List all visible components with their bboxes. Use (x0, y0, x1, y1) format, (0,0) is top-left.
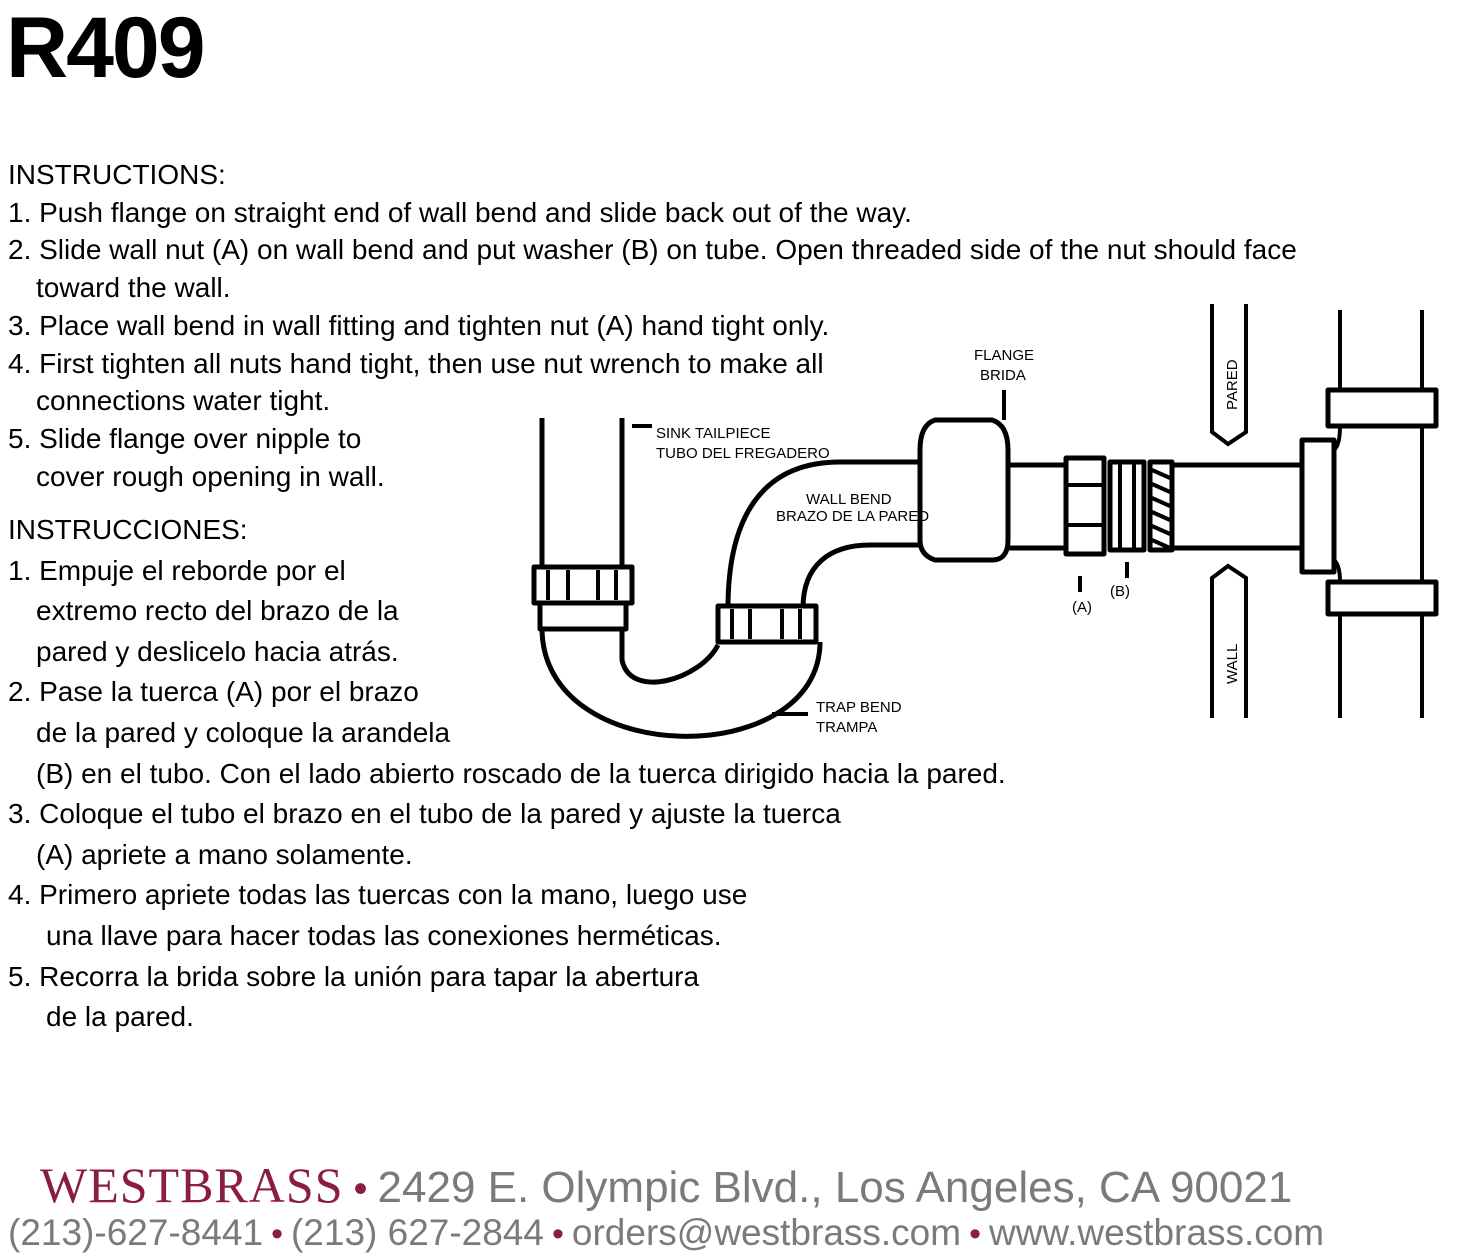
instructions-heading-en: INSTRUCTIONS: (8, 159, 226, 190)
instruction-line: una llave para hacer todas las conexione… (46, 919, 722, 951)
footer-contact-line: (213)-627-8441•(213) 627-2844•orders@wes… (8, 1210, 1324, 1257)
instruction-line: toward the wall. (36, 272, 231, 304)
footer-email-link[interactable]: orders@westbrass.com (571, 1212, 962, 1253)
instruction-line: (B) en el tubo. Con el lado abierto rosc… (36, 757, 1006, 789)
label-washer-b: (B) (1110, 583, 1130, 600)
instruction-line: (A) apriete a mano solamente. (36, 838, 413, 870)
label-wall: WALL (1224, 644, 1241, 684)
instruction-line: de la pared y coloque la arandela (36, 716, 451, 748)
instruction-line: 5. Recorra la brida sobre la unión para … (8, 960, 700, 992)
label-nut-a: (A) (1072, 599, 1092, 616)
instruction-line: 5. Slide flange over nipple to (8, 422, 362, 454)
separator-dot: • (552, 1215, 564, 1253)
instruction-line: cover rough opening in wall. (36, 460, 385, 492)
instruction-line: pared y deslicelo hacia atrás. (36, 635, 399, 667)
separator-dot: • (969, 1215, 981, 1253)
instruction-line: de la pared. (46, 1001, 194, 1033)
separator-dot: • (353, 1167, 368, 1211)
footer-phone-1: (213)-627-8441 (8, 1212, 264, 1253)
instructions-spanish: INSTRUCCIONES: 1. Empuje el reborde por … (8, 510, 1006, 1038)
footer-address: 2429 E. Olympic Blvd., Los Angeles, CA 9… (377, 1163, 1293, 1212)
instruction-line: 2. Pase la tuerca (A) por el brazo (8, 676, 419, 708)
instruction-line: 3. Coloque el tubo el brazo en el tubo d… (8, 798, 841, 830)
instructions-english: INSTRUCTIONS: 1. Push flange on straight… (8, 156, 1297, 495)
separator-dot: • (271, 1215, 283, 1253)
instruction-line: 4. Primero apriete todas las tuercas con… (8, 879, 748, 911)
instruction-line: connections water tight. (36, 385, 331, 417)
page-title: R409 (6, 0, 206, 96)
instruction-line: 2. Slide wall nut (A) on wall bend and p… (8, 234, 1297, 266)
tee-flange (1299, 437, 1337, 575)
instructions-heading-es: INSTRUCCIONES: (8, 514, 248, 545)
instruction-line: 1. Push flange on straight end of wall b… (8, 196, 912, 228)
footer-address-line: WESTBRASS•2429 E. Olympic Blvd., Los Ang… (40, 1156, 1292, 1227)
tee-lower-band (1325, 579, 1439, 617)
footer-phone-2: (213) 627-2844 (290, 1212, 544, 1253)
instruction-line: 3. Place wall bend in wall fitting and t… (8, 309, 830, 341)
brand-logo: WESTBRASS (40, 1157, 344, 1213)
tee-upper-band (1325, 387, 1439, 429)
instruction-line: extremo recto del brazo de la (36, 595, 399, 627)
instruction-line: 1. Empuje el reborde por el (8, 554, 346, 586)
instruction-line: 4. First tighten all nuts hand tight, th… (8, 347, 824, 379)
footer-website-link[interactable]: www.westbrass.com (988, 1212, 1325, 1253)
